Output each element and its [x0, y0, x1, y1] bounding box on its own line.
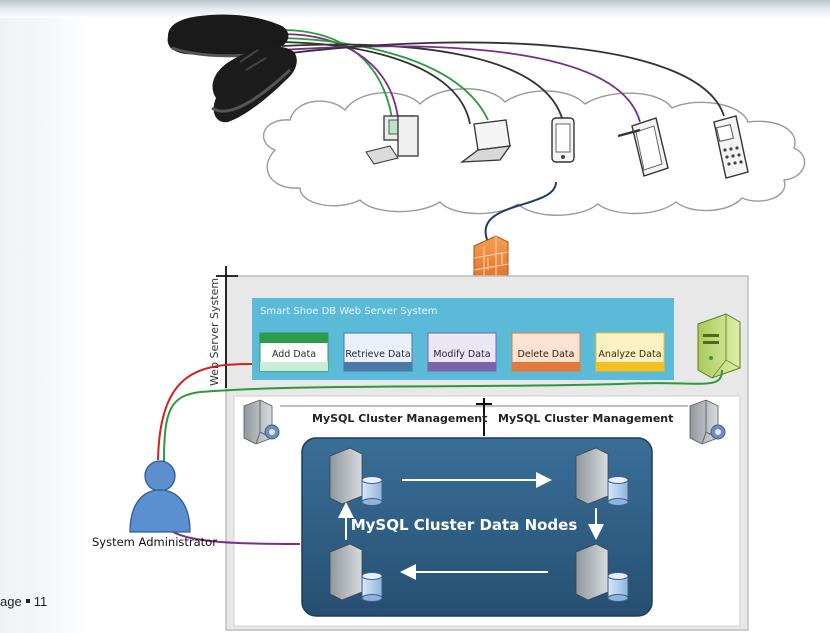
tablet-icon [617, 117, 669, 177]
data-node-server-bottom-right [575, 543, 629, 602]
smart-shoes-image [167, 14, 297, 123]
smartphone-icon [551, 117, 575, 163]
add-data-button[interactable]: Add Data [259, 332, 329, 372]
left-decorative-band [0, 0, 92, 633]
bullet-separator [25, 599, 30, 604]
retrieve-data-button[interactable]: Retrieve Data [343, 332, 413, 372]
delete-data-button[interactable]: Delete Data [511, 332, 581, 372]
desktop-computer-icon [365, 115, 419, 165]
system-administrator-icon [129, 460, 191, 533]
data-node-server-top-left [329, 447, 383, 506]
system-administrator-label: System Administrator [92, 535, 217, 549]
data-node-server-top-right [575, 447, 629, 506]
modify-data-label: Modify Data [433, 349, 490, 360]
analyze-data-label: Analyze Data [598, 349, 661, 360]
delete-data-label: Delete Data [518, 349, 575, 360]
replication-arrows [338, 472, 604, 580]
data-nodes-label: MySQL Cluster Data Nodes [351, 516, 578, 534]
page-number: 11 [33, 594, 48, 609]
data-nodes-box [301, 437, 653, 617]
web-server-icon [697, 313, 741, 379]
feature-phone-icon [713, 115, 749, 179]
device-cables [281, 29, 725, 125]
analyze-data-button[interactable]: Analyze Data [595, 332, 665, 372]
management-server-left-icon [243, 399, 280, 445]
retrieve-data-label: Retrieve Data [345, 349, 410, 360]
management-separator [280, 398, 688, 436]
top-decorative-band [0, 0, 830, 18]
management-server-right-icon [689, 399, 726, 445]
cluster-management-left-label: MySQL Cluster Management [312, 412, 487, 425]
smart-shoe-panel-title: Smart Shoe DB Web Server System [260, 306, 438, 317]
page-prefix: age [0, 594, 22, 609]
data-node-server-bottom-left [329, 543, 383, 602]
laptop-icon [459, 119, 512, 163]
cloud-firewall-link [484, 181, 557, 243]
cluster-management-right-label: MySQL Cluster Management [498, 412, 673, 425]
web-server-system-label: Web Server System [208, 278, 221, 386]
page-number-footer: age 11 [0, 594, 47, 609]
add-data-label: Add Data [272, 349, 316, 360]
modify-data-button[interactable]: Modify Data [427, 332, 497, 372]
web-server-lane-marker [216, 266, 238, 388]
